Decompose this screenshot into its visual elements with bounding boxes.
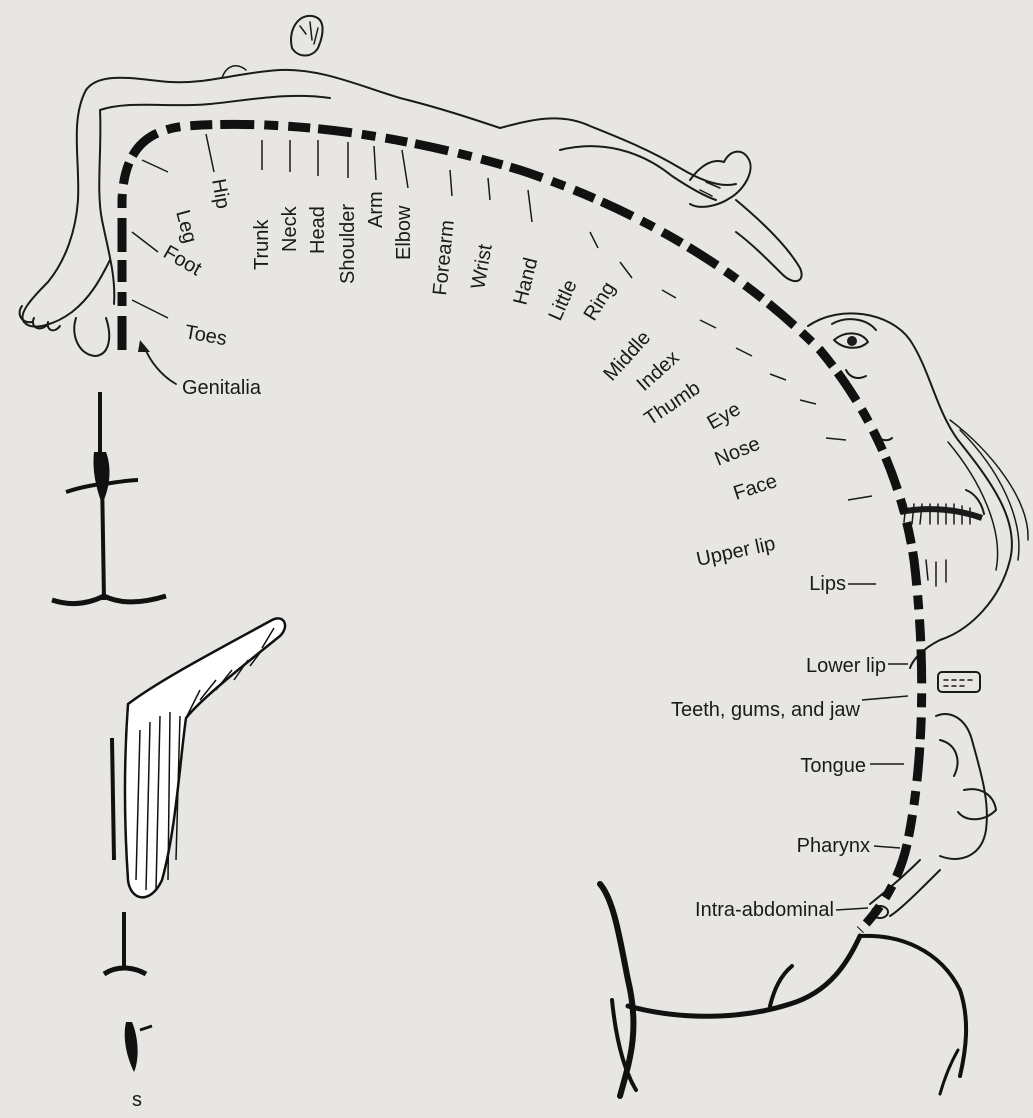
label-hand: Hand: [510, 255, 543, 307]
label-head: Head: [307, 206, 329, 254]
label-lips: Lips: [809, 573, 846, 595]
upper-labels: Leg Hip Trunk Neck Head Shoulder Arm Elb…: [171, 177, 780, 571]
label-upper-lip: Upper lip: [694, 533, 777, 571]
label-genitalia: Genitalia: [182, 377, 262, 399]
label-toes: Toes: [183, 321, 228, 350]
label-shoulder: Shoulder: [337, 204, 359, 284]
label-lower-lip: Lower lip: [806, 655, 886, 677]
label-tongue: Tongue: [800, 755, 866, 777]
label-face: Face: [731, 470, 780, 505]
label-trunk: Trunk: [251, 219, 273, 270]
label-neck: Neck: [279, 205, 301, 252]
left-brain-sections: s: [52, 392, 285, 1111]
cortex-arc: [122, 124, 922, 930]
corner-mark: s: [132, 1089, 142, 1111]
lower-labels: Lips Lower lip Teeth, gums, and jaw Tong…: [671, 573, 886, 921]
label-teeth-gums-jaw: Teeth, gums, and jaw: [671, 699, 861, 721]
label-arm: Arm: [365, 191, 387, 228]
label-leg: Leg: [171, 208, 201, 246]
label-eye: Eye: [704, 398, 745, 434]
genitalia-arrow: [138, 340, 176, 384]
label-ring: Ring: [580, 278, 620, 325]
label-little: Little: [544, 276, 581, 324]
label-forearm: Forearm: [429, 219, 459, 296]
label-leader-lines: [132, 134, 908, 910]
label-nose: Nose: [712, 433, 764, 471]
label-foot: Foot: [160, 241, 206, 280]
left-labels: Foot Toes Genitalia: [160, 241, 262, 399]
label-hip: Hip: [207, 177, 234, 210]
label-intra-abdominal: Intra-abdominal: [695, 899, 834, 921]
label-pharynx: Pharynx: [797, 835, 870, 857]
label-elbow: Elbow: [393, 205, 415, 260]
label-wrist: Wrist: [467, 242, 497, 291]
